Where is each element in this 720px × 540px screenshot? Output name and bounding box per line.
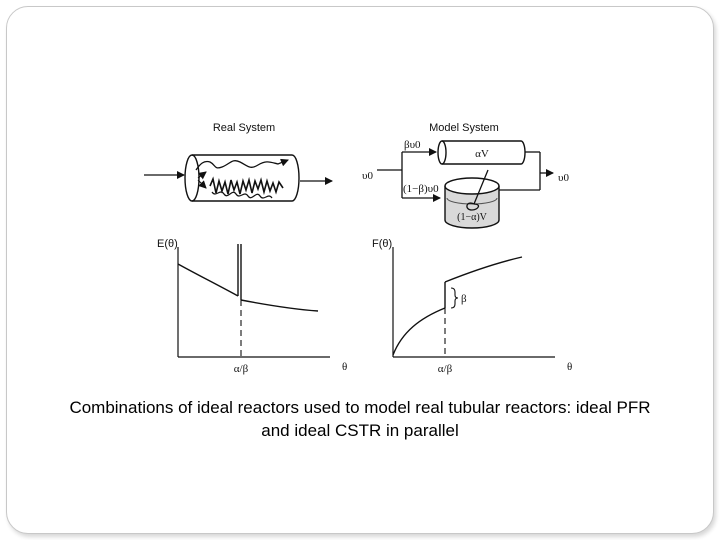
model-cstr-volume-label: (1−α)V (457, 212, 488, 223)
real-flow-squiggle-path (209, 176, 284, 196)
real-flow-squiggle-path-2 (211, 191, 273, 199)
model-pfr-flow-label: βυ0 (404, 139, 421, 151)
f-curve-after (444, 256, 523, 283)
real-system-title: Real System (213, 122, 275, 134)
figure-caption: Combinations of ideal reactors used to m… (30, 396, 690, 442)
f-curve-brace (450, 287, 459, 309)
e-curve-xlabel: θ (342, 361, 347, 373)
model-outlet-label: υ0 (558, 172, 569, 184)
real-bypass-arrow-2 (197, 179, 207, 189)
real-system: Real System (144, 122, 333, 202)
model-inlet-label: υ0 (362, 170, 373, 182)
model-pfr-volume-label: αV (475, 148, 489, 160)
real-tube (184, 154, 300, 202)
f-curve-tick-label: α/β (438, 363, 453, 375)
e-curve-tick-label: α/β (234, 363, 249, 375)
e-curve-ylabel: E(θ) (157, 238, 178, 250)
f-curve-plot: F(θ) θ α/β β (372, 238, 572, 375)
e-curve-decay-after (240, 299, 319, 312)
caption-line-2: and ideal CSTR in parallel (261, 421, 459, 440)
real-bypass-arrow (197, 171, 207, 180)
e-curve-decay-before (177, 263, 239, 297)
real-flow-wavy-path (195, 158, 289, 171)
model-system-title: Model System (429, 122, 499, 134)
slide-frame (6, 6, 714, 534)
f-curve-xlabel: θ (567, 361, 572, 373)
e-curve-pulse (237, 244, 242, 300)
model-pfr-tube (437, 140, 526, 165)
f-curve-jump-label: β (461, 293, 467, 305)
f-curve-ylabel: F(θ) (372, 238, 392, 250)
model-cstr-tank (444, 177, 500, 229)
caption-line-1: Combinations of ideal reactors used to m… (69, 398, 651, 417)
model-cstr-flow-label: (1−β)υ0 (403, 183, 439, 195)
model-system: Model System υ0 βυ0 (1−β)υ0 αV (1−α)V (362, 122, 569, 229)
f-curve-rise (392, 307, 446, 356)
model-cstr-stirrer (466, 169, 489, 211)
e-curve-plot: E(θ) θ α/β (157, 238, 347, 375)
